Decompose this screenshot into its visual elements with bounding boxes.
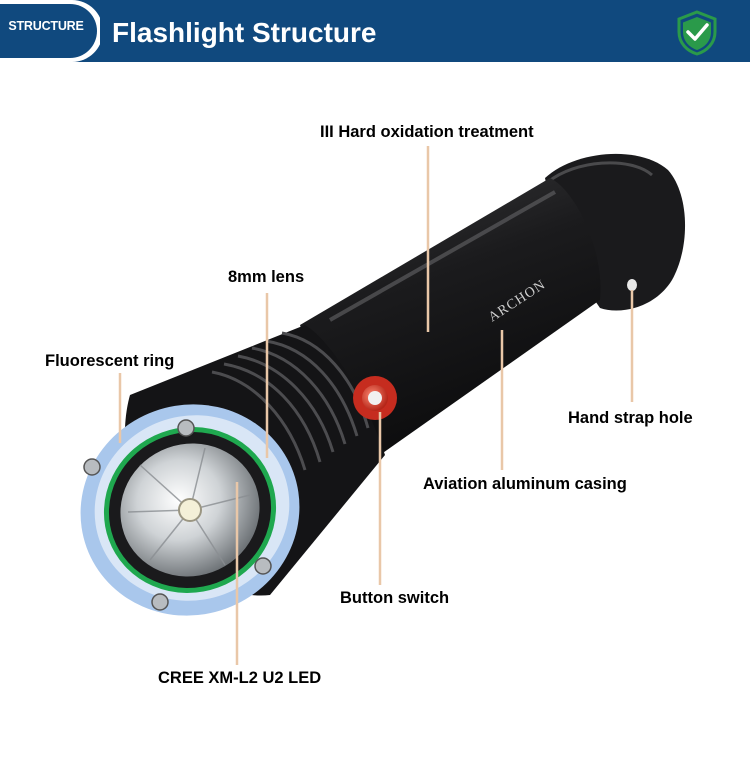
label-casing: Aviation aluminum casing bbox=[423, 475, 627, 493]
badge-label: STRUCTURE bbox=[8, 19, 84, 33]
header-divider bbox=[0, 62, 750, 68]
header-bar bbox=[0, 0, 750, 68]
leader-lines bbox=[118, 146, 634, 665]
structure-badge bbox=[0, 0, 100, 62]
label-oxidation: III Hard oxidation treatment bbox=[320, 123, 534, 141]
led-emitter bbox=[178, 498, 202, 522]
label-lens: 8mm lens bbox=[228, 268, 305, 286]
shield-check-icon bbox=[677, 10, 717, 56]
bezel-screws bbox=[83, 419, 272, 611]
label-led: CREE XM-L2 U2 LED bbox=[158, 669, 322, 687]
label-strap-hole: Hand strap hole bbox=[568, 409, 693, 427]
heat-sink-fins bbox=[211, 331, 370, 471]
strap-hole-marker bbox=[627, 279, 637, 291]
label-button-switch: Button switch bbox=[340, 589, 450, 607]
button-switch bbox=[353, 376, 397, 420]
label-fluorescent-ring: Fluorescent ring bbox=[45, 352, 175, 370]
page-title: Flashlight Structure bbox=[112, 17, 377, 48]
